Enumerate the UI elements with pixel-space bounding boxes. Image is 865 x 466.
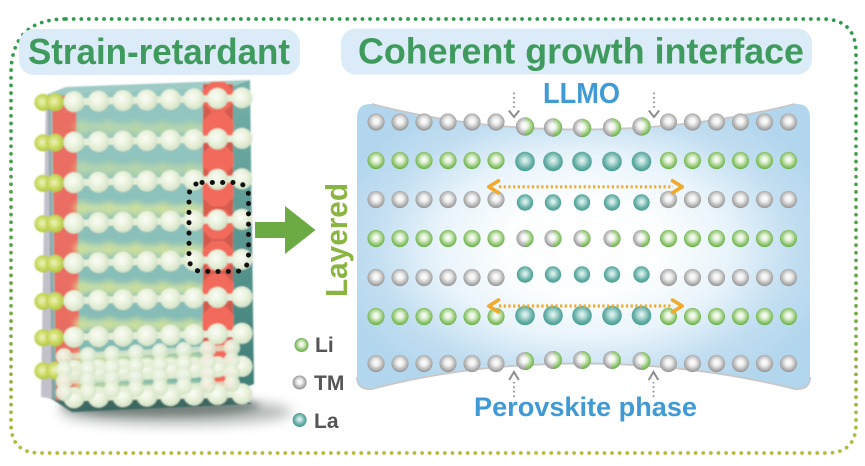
svg-text:TM: TM <box>314 372 344 395</box>
svg-text:LLMO: LLMO <box>543 78 620 110</box>
svg-text:Layered: Layered <box>319 183 354 297</box>
svg-text:Perovskite phase: Perovskite phase <box>474 392 697 422</box>
svg-text:Strain-retardant: Strain-retardant <box>28 31 290 72</box>
svg-text:La: La <box>314 410 339 433</box>
svg-text:Coherent growth interface: Coherent growth interface <box>358 31 804 72</box>
svg-text:Li: Li <box>315 334 334 357</box>
